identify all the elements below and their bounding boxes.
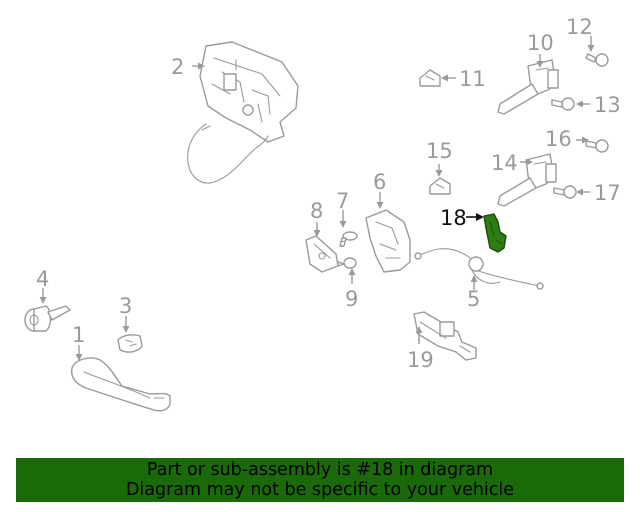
part-19-check-strap[interactable] (413, 311, 477, 361)
part-10-upper-hinge[interactable] (497, 59, 559, 115)
part-13-bolt[interactable] (551, 97, 575, 111)
callout-9: 9 (345, 287, 358, 311)
banner-line-2: Diagram may not be specific to your vehi… (125, 480, 515, 500)
callout-4: 4 (36, 267, 49, 291)
callout-13: 13 (594, 93, 621, 117)
callout-12: 12 (566, 15, 593, 39)
callout-18: 18 (440, 206, 467, 230)
part-9-screw[interactable] (337, 257, 357, 269)
info-banner: Part or sub-assembly is #18 in diagram D… (16, 458, 624, 502)
part-11-clip[interactable] (419, 69, 441, 87)
part-8-bracket[interactable] (305, 235, 339, 273)
part-18-highlighted-part[interactable] (483, 213, 507, 253)
callout-3: 3 (119, 294, 132, 318)
callout-6: 6 (373, 170, 386, 194)
part-6-latch-cover[interactable] (365, 209, 411, 273)
part-5-cable[interactable] (414, 248, 544, 290)
callout-14: 14 (491, 151, 518, 175)
part-16-bolt[interactable] (585, 139, 609, 153)
part-7-bolt[interactable] (339, 231, 358, 247)
callout-10: 10 (527, 31, 554, 55)
callout-5: 5 (467, 287, 480, 311)
part-3-handle-cap[interactable] (117, 334, 143, 353)
part-4-lock-cylinder[interactable] (24, 305, 71, 332)
callout-16: 16 (545, 127, 572, 151)
part-14-lower-hinge[interactable] (497, 153, 557, 207)
part-1-outside-handle[interactable] (70, 357, 171, 412)
part-2-latch-assembly[interactable] (187, 41, 299, 184)
part-12-bolt[interactable] (585, 53, 609, 67)
callout-7: 7 (336, 189, 349, 213)
callout-15: 15 (426, 139, 453, 163)
callout-19: 19 (407, 348, 434, 372)
callout-11: 11 (459, 67, 486, 91)
part-15-clip[interactable] (429, 177, 451, 195)
callout-2: 2 (171, 55, 184, 79)
callout-17: 17 (594, 181, 621, 205)
callout-1: 1 (72, 323, 85, 347)
callout-8: 8 (310, 199, 323, 223)
part-17-bolt[interactable] (553, 185, 577, 199)
banner-line-1: Part or sub-assembly is #18 in diagram (146, 460, 494, 480)
